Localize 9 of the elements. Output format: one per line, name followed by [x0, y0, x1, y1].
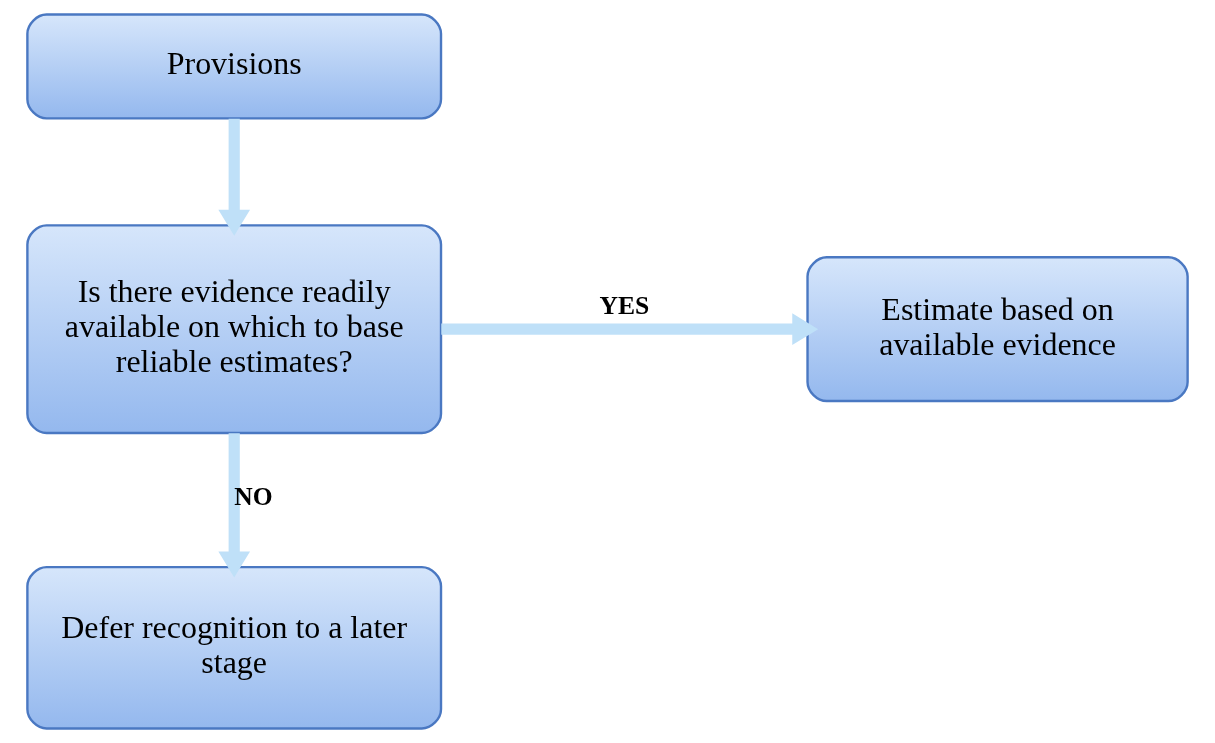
node-box: Defer recognition to a later stage: [26, 565, 443, 730]
arrow: [218, 433, 251, 578]
node-box: Provisions: [26, 13, 443, 120]
arrow: [218, 118, 251, 236]
node-box: Estimate based on available evidence: [806, 256, 1189, 403]
edge-label: NO: [234, 481, 273, 511]
node-box: Is there evidence readily available on which to base reliable estimates?: [26, 224, 443, 435]
arrow: [441, 313, 819, 345]
edge-label: YES: [599, 291, 650, 321]
